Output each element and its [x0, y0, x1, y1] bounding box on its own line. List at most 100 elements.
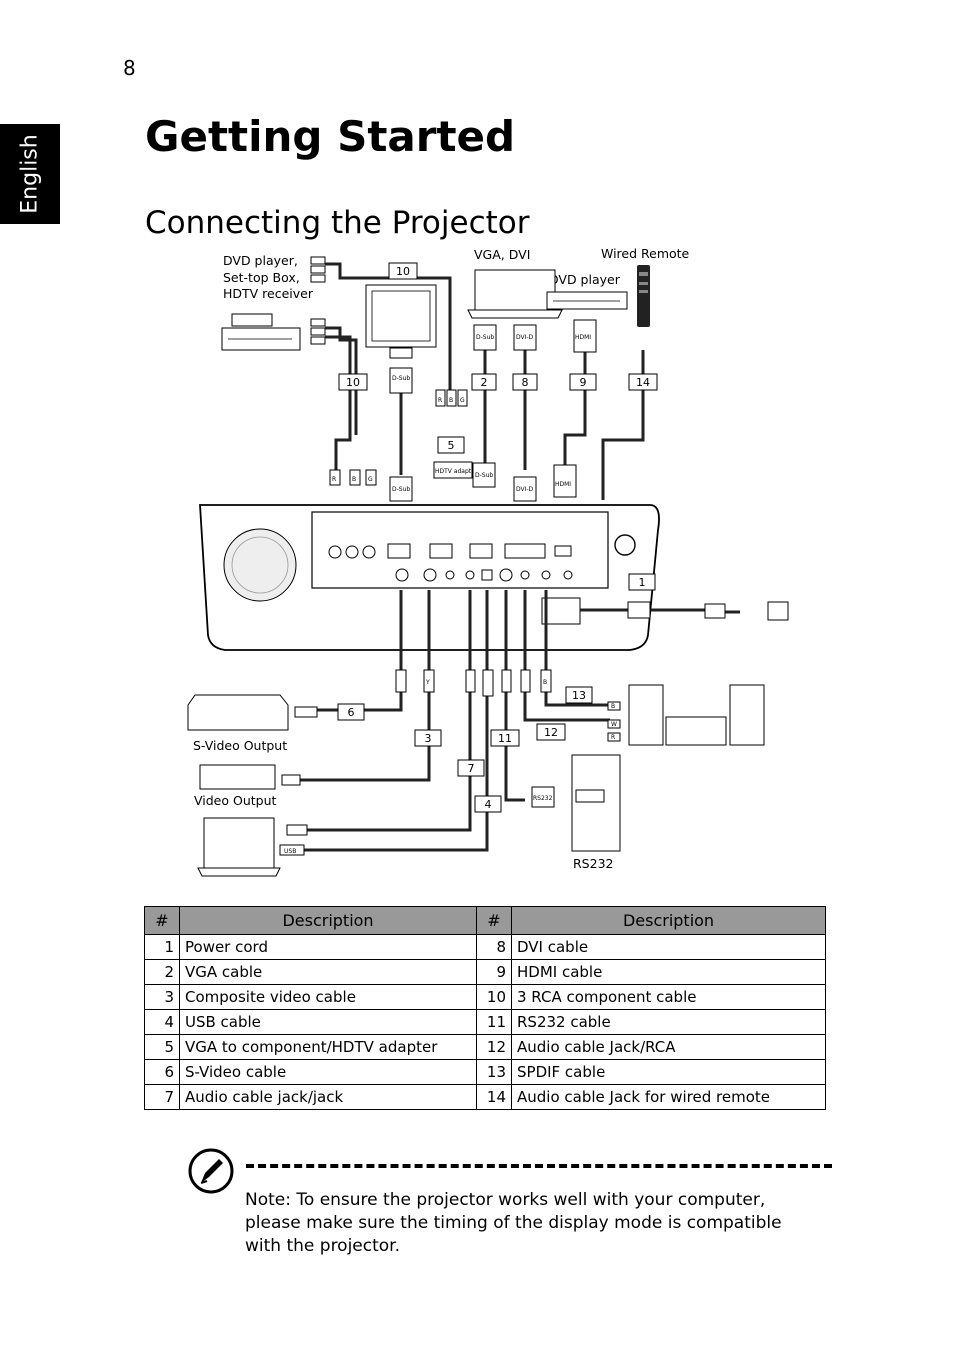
callout-10-top: 10	[388, 262, 418, 280]
header-num-right: #	[476, 906, 512, 935]
svideo-device-icon	[187, 694, 318, 731]
row-num: 1	[144, 934, 180, 960]
table-row: 7 Audio cable jack/jack 14 Audio cable J…	[144, 1084, 826, 1110]
language-tab-label: English	[17, 134, 43, 214]
row-desc: S-Video cable	[179, 1059, 477, 1085]
row-num: 14	[476, 1084, 512, 1110]
label-vga-dvi: VGA, DVI	[474, 247, 530, 262]
dvd-player-top-icon	[546, 291, 628, 310]
plug-g-lower: G	[368, 476, 373, 483]
label-dvd-player: DVD player	[549, 272, 621, 287]
svg-text:12: 12	[544, 726, 558, 739]
row-desc: Audio cable Jack/RCA	[511, 1034, 826, 1060]
section-title: Connecting the Projector	[145, 205, 530, 241]
pc-tower-icon	[571, 754, 621, 852]
cable-13	[544, 590, 610, 707]
plug-y-bottom: Y	[425, 679, 430, 686]
callout-2: 2	[471, 373, 497, 391]
dsub-connector-lower-icon: D-Sub	[472, 462, 496, 488]
dsub-label-lower: D-Sub	[475, 472, 493, 479]
row-desc: Composite video cable	[179, 984, 477, 1010]
row-desc: Audio cable Jack for wired remote	[511, 1084, 826, 1110]
row-desc: USB cable	[179, 1009, 477, 1035]
hdtv-adapter-icon: HDTV adapter	[433, 461, 478, 479]
header-num-left: #	[144, 906, 180, 935]
page-title: Getting Started	[145, 112, 516, 161]
plug-r-top: R	[438, 397, 442, 404]
callout-9: 9	[569, 373, 597, 391]
row-num: 6	[144, 1059, 180, 1085]
table-row: 6 S-Video cable 13 SPDIF cable	[144, 1059, 826, 1085]
cable-12	[523, 590, 610, 722]
note-text: Note: To ensure the projector works well…	[245, 1189, 805, 1258]
label-dvd-settop-1: DVD player,	[223, 253, 298, 268]
rs232-plug-icon: RS232	[531, 786, 555, 808]
callout-11: 11	[490, 729, 520, 747]
row-num: 8	[476, 934, 512, 960]
cable-3	[285, 590, 431, 782]
row-num: 11	[476, 1009, 512, 1035]
dsub-connector-lower-left-icon: D-Sub	[389, 476, 413, 502]
row-desc: HDMI cable	[511, 959, 826, 985]
header-desc-right: Description	[511, 906, 826, 935]
cable-14	[601, 350, 645, 500]
svg-text:7: 7	[468, 762, 475, 775]
row-num: 7	[144, 1084, 180, 1110]
cable-10-left	[325, 335, 352, 470]
callout-1: 1	[628, 573, 656, 591]
table-row: 3 Composite video cable 10 3 RCA compone…	[144, 984, 826, 1010]
callout-12: 12	[536, 723, 566, 741]
plug-b-speaker: B	[611, 703, 615, 710]
label-svideo-output: S-Video Output	[193, 738, 287, 753]
cable-11	[504, 590, 525, 802]
rs232-plug-label: RS232	[533, 795, 553, 802]
hdmi-connector-lower-icon: HDMI	[553, 464, 577, 498]
dsub-label-top: D-Sub	[476, 334, 494, 341]
dsub-label-monitor: D-Sub	[392, 375, 410, 382]
speakers-icon: B W R	[607, 684, 765, 746]
header-desc-left: Description	[179, 906, 477, 935]
label-dvd-settop-3: HDTV receiver	[223, 286, 314, 301]
label-rs232: RS232	[573, 856, 613, 871]
callout-4: 4	[474, 795, 502, 813]
rgb-adapter-plugs-icon: R B G	[435, 389, 468, 407]
plug-g-top: G	[460, 397, 465, 404]
table-row: 1 Power cord 8 DVI cable	[144, 934, 826, 960]
svg-text:10: 10	[346, 376, 360, 389]
dvid-label-lower: DVI-D	[516, 486, 534, 493]
svg-text:6: 6	[348, 706, 355, 719]
row-num: 9	[476, 959, 512, 985]
svg-text:1: 1	[639, 576, 646, 589]
laptop-top-icon	[467, 269, 563, 319]
dsub-label-lower-left: D-Sub	[392, 486, 410, 493]
row-desc: 3 RCA component cable	[511, 984, 826, 1010]
callout-8: 8	[512, 373, 538, 391]
note-divider	[246, 1164, 832, 1168]
connection-diagram: DVD player, Set-top Box, HDTV receiver V…	[187, 246, 789, 877]
rca-plugs-top-icon	[310, 256, 326, 345]
hdtv-adapter-label: HDTV adapter	[435, 468, 478, 475]
plug-r-lower: R	[332, 476, 336, 483]
table-row: 5 VGA to component/HDTV adapter 12 Audio…	[144, 1034, 826, 1060]
usb-plug-label: USB	[284, 848, 296, 855]
table-row: 4 USB cable 11 RS232 cable	[144, 1009, 826, 1035]
callout-10-left: 10	[338, 373, 368, 391]
row-num: 5	[144, 1034, 180, 1060]
label-video-output: Video Output	[194, 793, 277, 808]
cable-10-top	[325, 262, 385, 435]
hdmi-label-lower: HDMI	[555, 481, 571, 488]
row-num: 2	[144, 959, 180, 985]
row-desc: SPDIF cable	[511, 1059, 826, 1085]
row-desc: DVI cable	[511, 934, 826, 960]
table-row: 2 VGA cable 9 HDMI cable	[144, 959, 826, 985]
power-cord-icon	[580, 601, 789, 621]
row-desc: Audio cable jack/jack	[179, 1084, 477, 1110]
callout-5: 5	[437, 436, 465, 454]
plug-b-top: B	[449, 397, 453, 404]
svg-text:5: 5	[448, 439, 455, 452]
video-device-icon	[199, 764, 301, 790]
language-tab: English	[0, 124, 60, 224]
svg-text:3: 3	[425, 732, 432, 745]
rca-plugs-lower-icon: R B G	[329, 469, 377, 486]
wired-remote-icon	[637, 265, 650, 327]
